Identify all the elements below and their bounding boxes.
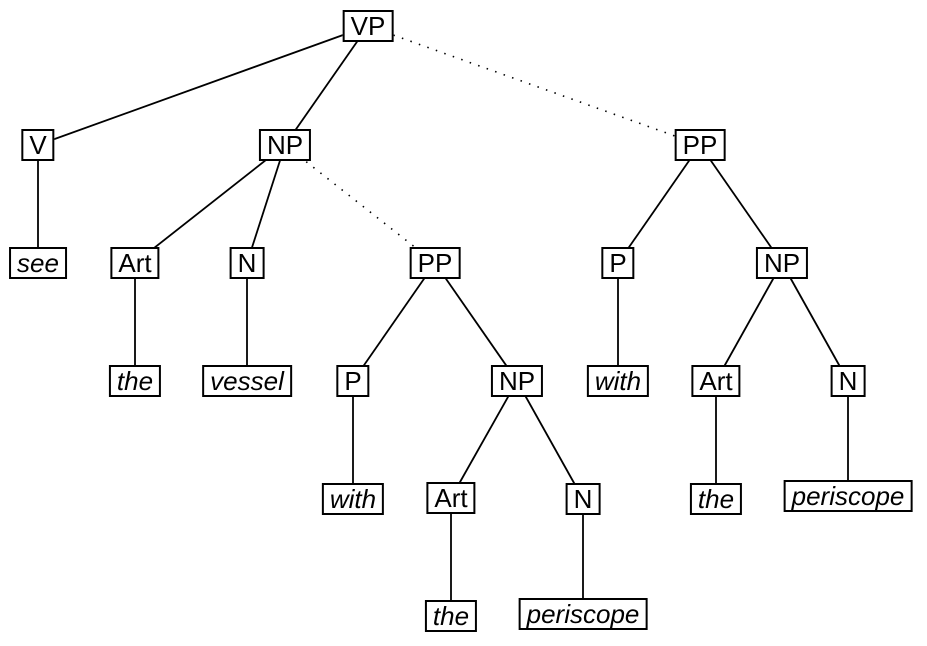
tree-node-vp: VP [342, 10, 394, 42]
tree-node-the1: the [108, 365, 162, 397]
edge-vp-pp_right-dotted [367, 25, 701, 146]
edge-pp_right-np_right [699, 144, 783, 264]
tree-node-np_right: NP [755, 247, 809, 279]
edge-np_mid-n_mid [516, 380, 584, 500]
tree-node-v: V [21, 129, 55, 161]
tree-node-n_mid: N [565, 483, 601, 515]
tree-node-art1: Art [110, 247, 160, 279]
tree-node-np_mid: NP [490, 365, 544, 397]
tree-node-np1: NP [258, 129, 312, 161]
edge-np1-pp_mid-dotted [284, 144, 436, 264]
tree-node-with_mid: with [321, 483, 385, 515]
edge-pp_mid-p_mid [352, 262, 436, 382]
edge-np1-art1 [134, 144, 286, 264]
edge-np_right-n_right [781, 262, 849, 382]
edge-pp_right-p_right [617, 144, 701, 264]
edge-np_mid-art_mid [450, 380, 518, 499]
tree-node-pp_right: PP [674, 129, 726, 161]
tree-node-periscope_right: periscope [783, 480, 913, 512]
edge-pp_mid-np_mid [434, 262, 518, 382]
edge-np1-n1 [246, 144, 286, 264]
tree-node-pp_mid: PP [409, 247, 461, 279]
tree-node-the_right: the [689, 483, 743, 515]
edge-vp-v [37, 25, 369, 146]
tree-node-vessel: vessel [202, 365, 292, 397]
tree-node-the_mid: the [424, 600, 478, 632]
tree-node-periscope_mid: periscope [518, 598, 648, 630]
tree-node-p_mid: P [336, 365, 370, 397]
tree-node-art_mid: Art [426, 482, 476, 514]
tree-node-see: see [9, 247, 67, 279]
tree-node-n_right: N [830, 365, 866, 397]
tree-node-p_right: P [601, 247, 635, 279]
edge-np_right-art_right [715, 262, 783, 382]
edge-vp-np1 [284, 25, 369, 146]
tree-node-with_right: with [586, 365, 650, 397]
tree-node-art_right: Art [691, 365, 741, 397]
tree-node-n1: N [229, 247, 265, 279]
